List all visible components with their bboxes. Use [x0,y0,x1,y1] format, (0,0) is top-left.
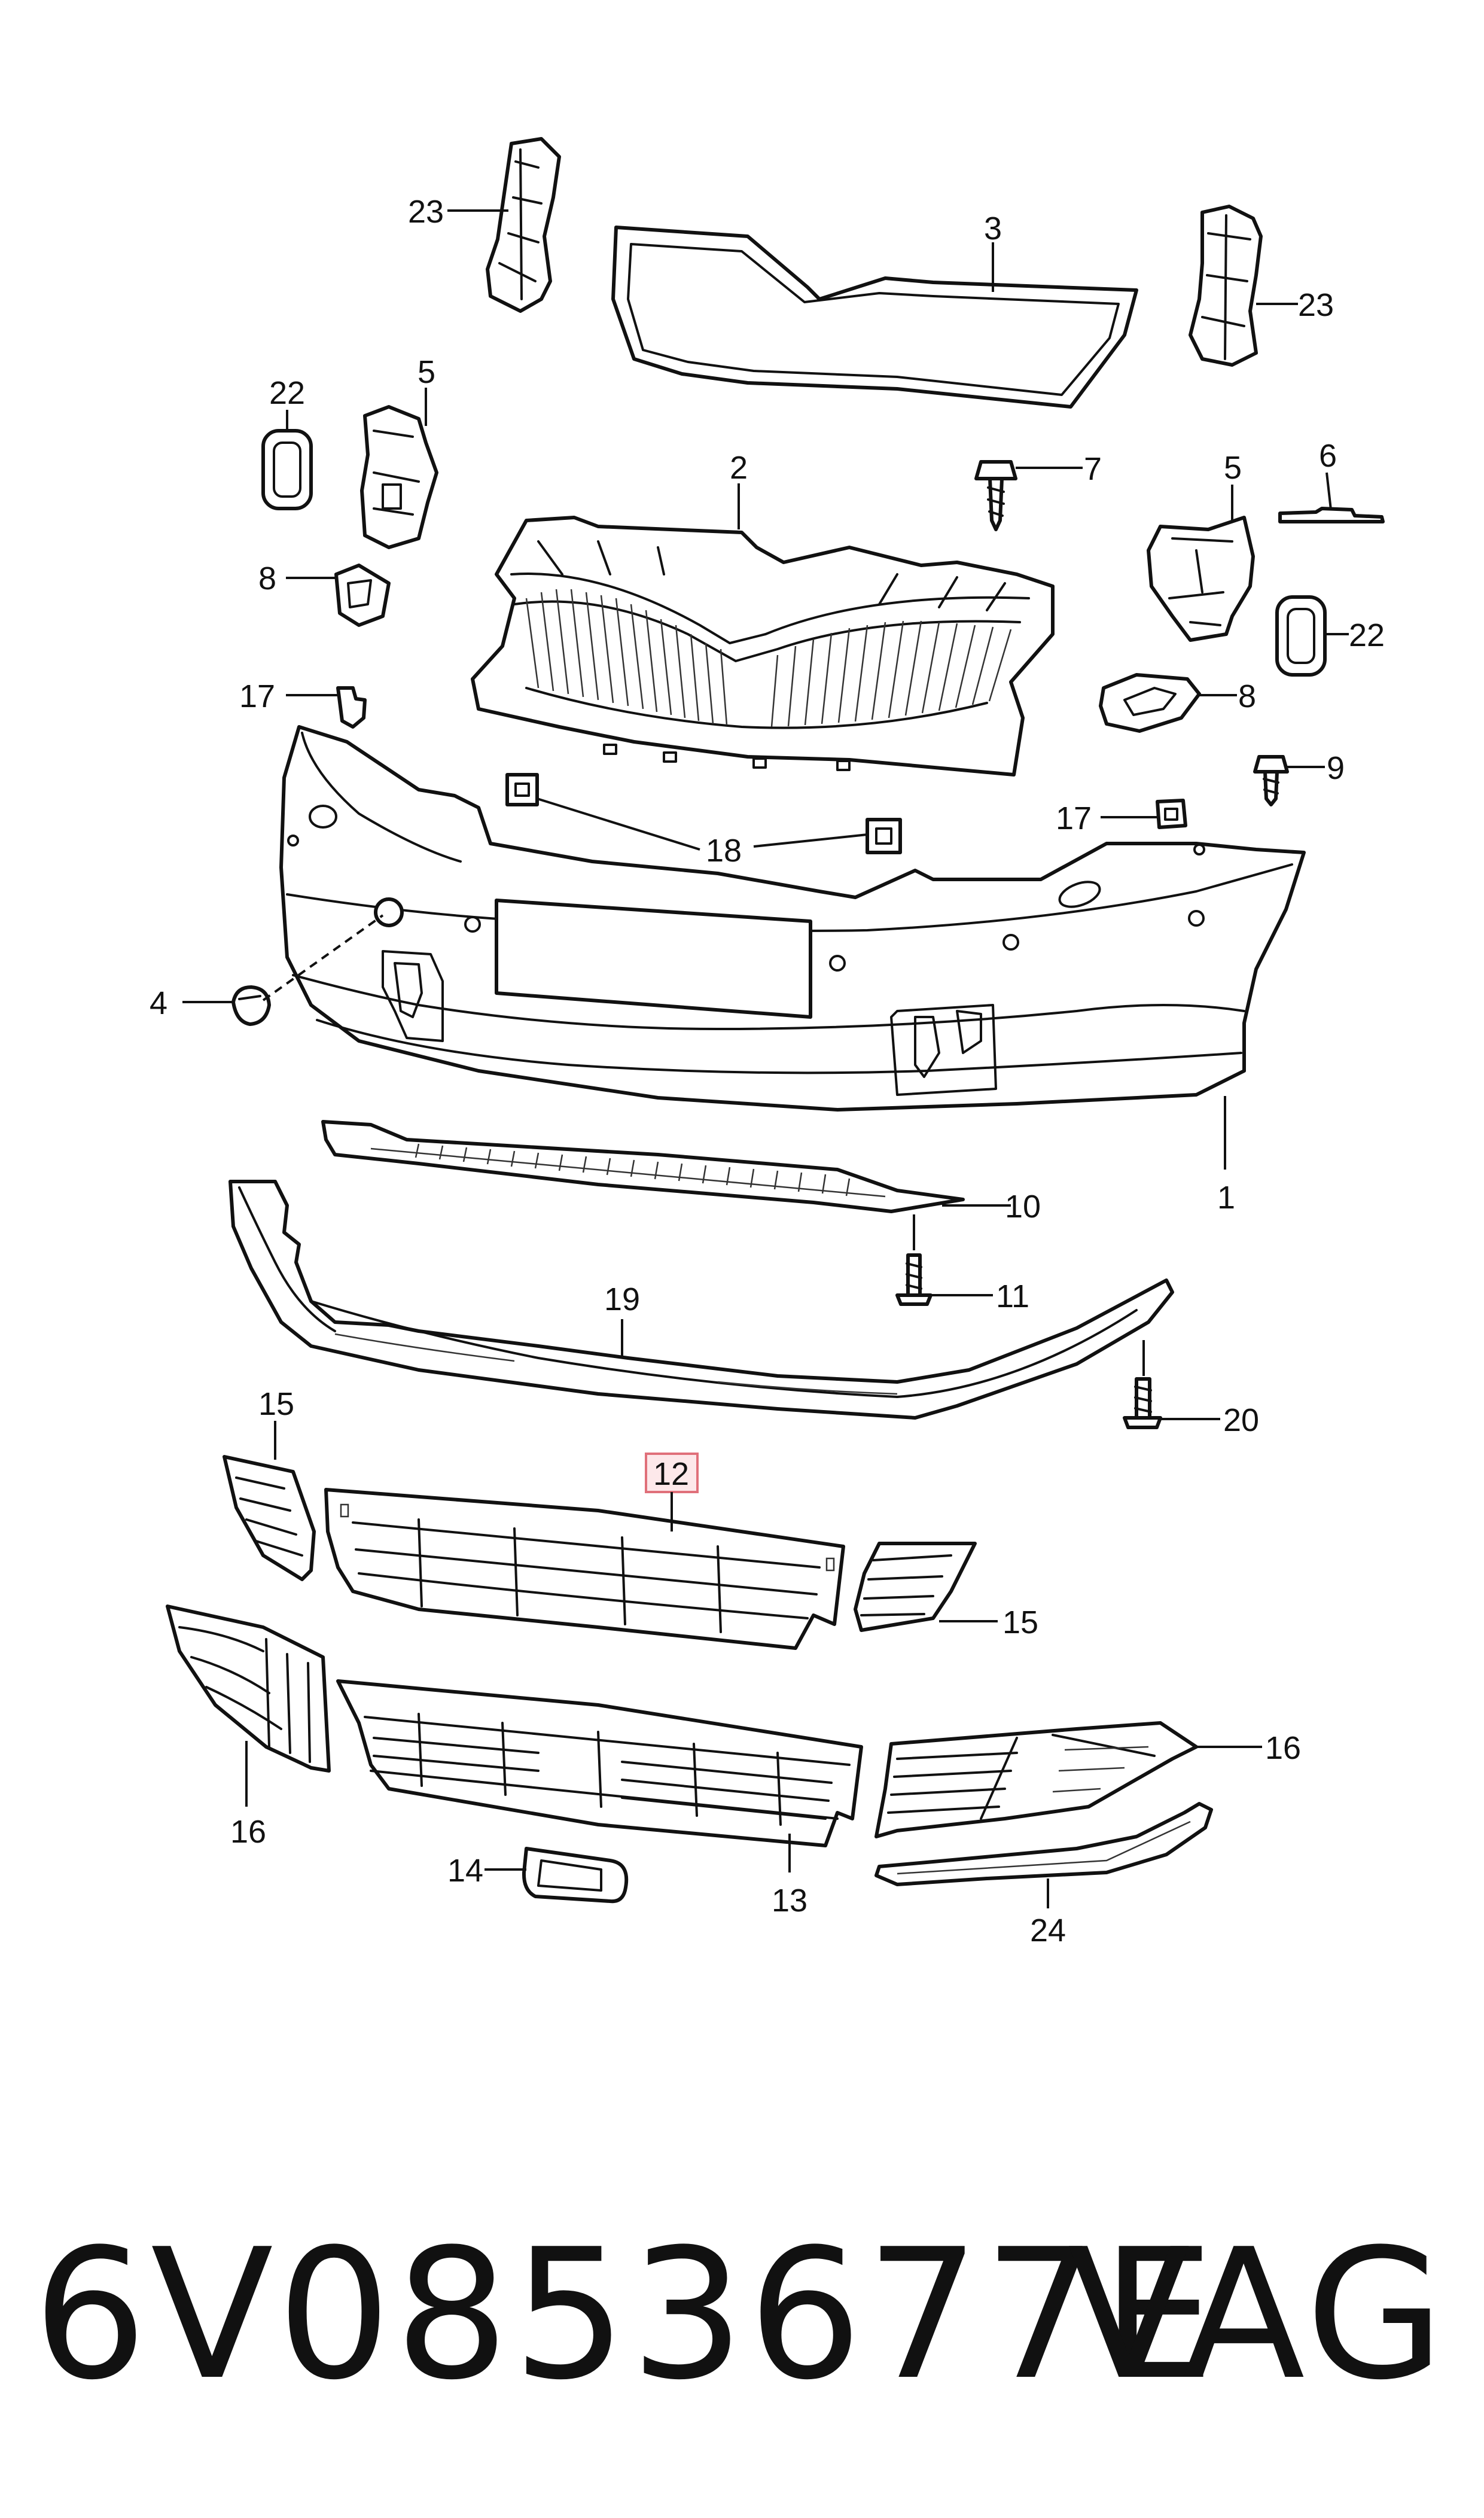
label-2: 2 [730,450,748,486]
label-22-left: 22 [269,375,305,411]
part-17-right-clip [1156,799,1187,829]
label-14: 14 [447,1853,483,1889]
part-12-highlight-callout: 12 [645,1453,699,1531]
label-10: 10 [1005,1189,1041,1225]
part-1-bumper-cover [279,725,1306,1112]
label-8-left: 8 [258,561,276,596]
label-17-left: 17 [239,678,275,714]
part-2-radiator-grille [471,516,1055,777]
part-11-screw [895,1214,933,1306]
label-20: 20 [1223,1402,1259,1438]
label-18: 18 [706,833,742,869]
part-16-right-vent [874,1721,1198,1838]
label-8-right: 8 [1238,678,1256,714]
part-24-trim-strip [874,1802,1213,1886]
part-4-tow-cap [231,985,271,1026]
part-18-clip-left [505,773,539,806]
part-16-left-vent [166,1604,331,1773]
part-7-screw [974,460,1017,531]
grille-vertical-slats [525,589,1012,727]
label-23-right: 23 [1298,287,1334,323]
label-12: 12 [653,1456,689,1492]
label-7: 7 [1084,451,1102,487]
part-22-left-cap [261,429,313,510]
brand: VAG [1067,2211,1448,2419]
exploded-parts-diagram: 23 23 3 22 5 8 17 [150,137,1385,1948]
label-6: 6 [1319,438,1337,474]
part-22-right-cap [1275,595,1327,677]
part-9-screw [1253,755,1289,806]
label-9: 9 [1327,750,1345,786]
label-11: 11 [996,1278,1029,1314]
part-19-spoiler [228,1180,1174,1420]
label-5-right: 5 [1224,450,1242,486]
label-5-left: 5 [418,354,435,390]
label-23-left: 23 [408,194,444,230]
part-23-right-bracket [1189,205,1263,367]
part-13-lower-grille [336,1679,863,1847]
label-3: 3 [984,211,1002,246]
part-5-right-bracket [1147,516,1255,642]
part-12-lower-grille [324,1488,845,1650]
label-17-right: 17 [1056,800,1092,836]
label-16-right: 16 [1265,1730,1301,1766]
part-15-left-insert [223,1455,316,1581]
part-10-absorber-strip [321,1120,965,1213]
part-15-right-insert [854,1542,977,1632]
part-8-right-insert [1099,673,1201,733]
label-16-left: 16 [230,1814,266,1850]
label-13: 13 [772,1883,807,1919]
part-5-left-bracket [360,405,438,549]
strip-ribs [415,1143,851,1196]
label-19: 19 [604,1281,640,1317]
label-15-left: 15 [258,1386,294,1422]
part-8-left-insert [334,564,391,627]
license-plate-recess [495,899,812,1019]
part-18-clip-right [866,818,902,854]
part-number: 6V0853677E [33,2211,1218,2419]
label-15-right: 15 [1002,1604,1038,1640]
label-22-right: 22 [1349,617,1385,653]
part-14-cap [522,1847,629,1904]
part-6-strip [1278,507,1385,523]
label-4: 4 [150,985,167,1021]
footer: 6V0853677E VAG [0,2190,1484,2441]
label-1: 1 [1217,1180,1235,1216]
part-3-grille-frame [611,226,1138,409]
part-23-left-bracket [486,137,561,313]
part-17-left-clip [336,686,367,729]
label-24: 24 [1030,1913,1066,1948]
part-20-screw [1123,1340,1162,1429]
